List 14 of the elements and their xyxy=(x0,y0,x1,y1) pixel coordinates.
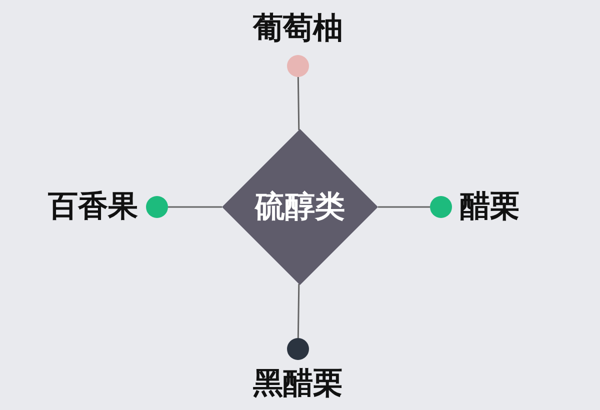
item-label: 醋栗 xyxy=(460,189,520,225)
center-label: 硫醇类 xyxy=(255,188,345,226)
connector-line xyxy=(168,206,222,208)
item-label: 葡萄柚 xyxy=(253,11,343,47)
connector-line xyxy=(297,284,300,338)
connector-line xyxy=(378,206,430,208)
connector-line xyxy=(297,76,300,130)
dot xyxy=(430,196,452,218)
diamond-shape xyxy=(222,129,378,285)
dot xyxy=(287,55,309,77)
dot xyxy=(287,338,309,360)
item-label: 黑醋栗 xyxy=(253,366,343,402)
dot xyxy=(146,196,168,218)
item-label: 百香果 xyxy=(48,189,138,225)
